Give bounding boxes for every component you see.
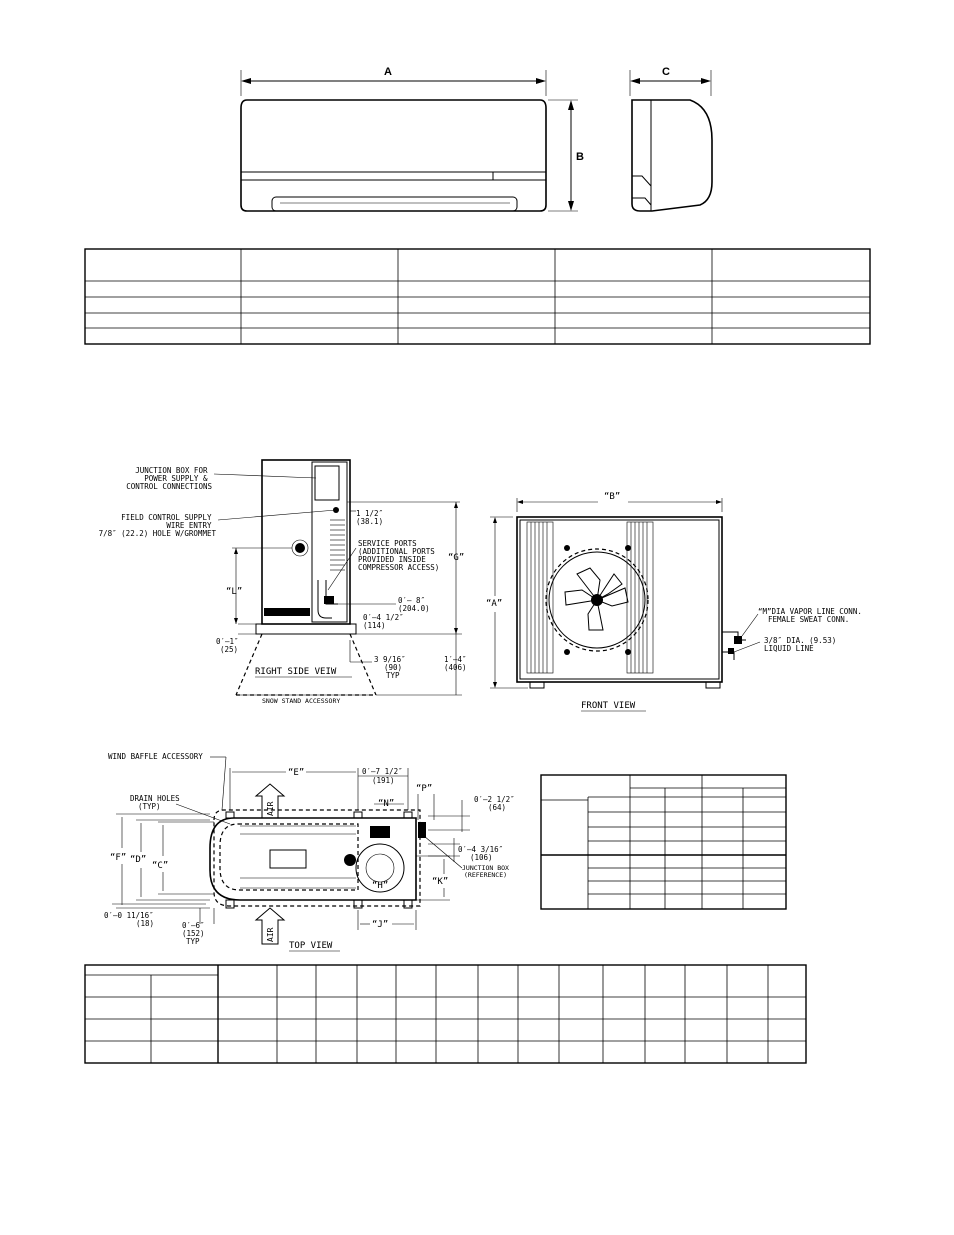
wind-baffle-label: WIND BAFFLE ACCESSORY: [108, 752, 203, 761]
dim-0-8-label: 0′– 8″: [398, 596, 425, 605]
svg-text:0′– 8″ (204.0): 0′– 8″ (204.0): [398, 596, 430, 613]
svg-text:0′–1″ (25): 0′–1″ (25): [216, 637, 243, 654]
field-control-label-3: 7/8″ (22.2) HOLE W/GROMMET: [99, 529, 217, 538]
front-dim-a-label: “A”: [486, 599, 502, 609]
dim-0-8-mm-label: (204.0): [398, 604, 430, 613]
field-control-label-2: WIRE ENTRY: [166, 521, 212, 530]
dim-4-3-mm-label: (106): [470, 853, 493, 862]
vapor-line-label-2: FEMALE SWEAT CONN.: [768, 615, 849, 624]
dim-0-1-mm-label: (25): [220, 645, 238, 654]
dim-0-6-label: 0′–6″: [182, 921, 205, 930]
dim-1-5-label: 1 1/2″: [356, 509, 383, 518]
svg-text:SERVICE PORTS (ADDITIONA: SERVICE PORTS (ADDITIONAL PORTS PROVIDED…: [358, 539, 439, 572]
svg-text:0′–2 1/2″ (64): 0′–2 1/2″ (64): [474, 795, 519, 812]
svg-text:DRAIN HOLES (TYP): DRAIN HOLES (TYP): [130, 794, 184, 811]
junction-ref-label-1: JUNCTION BOX: [462, 864, 509, 872]
air-label-top: AIR: [266, 801, 275, 816]
liquid-line-label-2: LIQUID LINE: [764, 644, 814, 653]
dim-g-label: “G”: [448, 553, 464, 563]
service-ports-label-3: PROVIDED INSIDE: [358, 555, 426, 564]
dim-3-9-mm-label: (90): [384, 663, 402, 672]
dim-7-5-mm-label: (191): [372, 776, 395, 785]
dim-1-4-mm-label: (406): [444, 663, 467, 672]
dim-1-5-mm-label: (38.1): [356, 517, 383, 526]
dim-b-label: B: [576, 151, 584, 163]
top-dim-c-label: “C”: [152, 861, 168, 871]
indoor-unit-front: [240, 99, 547, 212]
field-control-label-1: FIELD CONTROL SUPPLY: [121, 513, 212, 522]
dim-3-9-label: 3 9/16″: [374, 655, 406, 664]
top-dim-d-label: “D”: [130, 855, 146, 865]
outdoor-top-view: AIR AIR WIND BAFFLE ACCESSORY DRAIN HOLE…: [104, 752, 519, 952]
top-view-title: TOP VIEW: [289, 941, 333, 951]
top-dim-f-label: “F”: [110, 853, 126, 863]
front-view-title: FRONT VIEW: [581, 701, 636, 711]
service-ports-label-4: COMPRESSOR ACCESS): [358, 563, 439, 572]
dim-0-11-mm-label: (18): [136, 919, 154, 928]
indoor-unit-side: C: [629, 66, 713, 212]
outdoor-right-side-view: JUNCTION BOX FOR POWER SUPPLY & CONTROL …: [99, 459, 471, 705]
liquid-line-label-1: 3/8″ DIA. (9.53): [764, 636, 836, 645]
outdoor-dimension-table: [84, 964, 807, 1064]
air-label-bottom: AIR: [266, 927, 275, 942]
indoor-dim-b: B: [548, 99, 584, 212]
top-dim-h-label: “H”: [372, 881, 388, 891]
dim-l-label: “L”: [226, 587, 242, 597]
dim-2-5-mm-label: (64): [488, 803, 506, 812]
dim-0-6-typ-label: TYP: [186, 937, 200, 946]
dim-0-4-label: 0′–4 1/2″: [363, 613, 404, 622]
dim-4-3-label: 0′–4 3/16″: [458, 845, 503, 854]
svg-text:FIELD CONTROL SUPPLY WIR: FIELD CONTROL SUPPLY WIRE ENTRY 7/8″ (22…: [99, 513, 217, 538]
svg-text:3 9/16″ (90) TYP: 3 9/16″ (90) TYP: [374, 655, 410, 680]
junction-ref-label-2: (REFERENCE): [464, 871, 507, 879]
svg-text:0′–4 3/16″ (106): 0′–4 3/16″ (106): [458, 845, 508, 862]
junction-box-label-2: POWER SUPPLY &: [144, 474, 208, 483]
junction-box-label-1: JUNCTION BOX FOR: [135, 466, 208, 475]
top-dim-p-label: “P”: [416, 784, 432, 794]
svg-text:3/8″ DIA. (9.53) LIQUID: 3/8″ DIA. (9.53) LIQUID LINE: [764, 636, 841, 653]
service-ports-label-2: (ADDITIONAL PORTS: [358, 547, 435, 556]
svg-text:0′–7 1/2″ (191): 0′–7 1/2″ (191): [362, 767, 407, 785]
dim-0-11-label: 0′–0 11/16″: [104, 911, 154, 920]
outdoor-front-view: “B” “A” “M”DIA VAPOR LINE CONN. FEMALE S…: [486, 492, 866, 712]
drain-holes-label-1: DRAIN HOLES: [130, 794, 180, 803]
top-dim-j-label: “J”: [372, 920, 388, 930]
top-dim-e-label: “E”: [288, 768, 304, 778]
svg-text:1′–4″ (406): 1′–4″ (406): [444, 655, 471, 672]
service-ports-label-1: SERVICE PORTS: [358, 539, 417, 548]
svg-text:“M”DIA VAPOR LINE CONN.: “M”DIA VAPOR LINE CONN. FEMALE SWEAT CON…: [758, 607, 866, 624]
dim-0-1-label: 0′–1″: [216, 637, 239, 646]
junction-box-label-3: CONTROL CONNECTIONS: [126, 482, 212, 491]
dim-0-6-mm-label: (152): [182, 929, 205, 938]
svg-text:0′–0 11/16″ (18): 0′–0 11/16″ (18): [104, 911, 158, 928]
drain-holes-label-2: (TYP): [138, 802, 161, 811]
outdoor-connection-table: [540, 774, 787, 910]
svg-text:JUNCTION BOX (REFERENCE): JUNCTION BOX (REFERENCE): [462, 864, 513, 879]
top-dim-k-label: “K”: [432, 877, 448, 887]
svg-text:0′–6″ (152) TYP: 0′–6″ (152) TYP: [182, 921, 209, 946]
dim-2-5-label: 0′–2 1/2″: [474, 795, 515, 804]
svg-text:1 1/2″ (38.1): 1 1/2″ (38.1): [356, 509, 388, 526]
indoor-dimension-table: [84, 248, 871, 345]
right-side-view-title: RIGHT SIDE VEIW: [255, 667, 337, 677]
front-dim-b-label: “B”: [604, 492, 620, 502]
indoor-dim-a: A: [240, 66, 547, 96]
dim-c-label: C: [662, 66, 670, 78]
svg-text:0′–4 1/2″ (114): 0′–4 1/2″ (114): [363, 613, 408, 630]
dim-a-label: A: [384, 66, 392, 78]
snow-stand-label: SNOW STAND ACCESSORY: [262, 697, 340, 705]
dim-1-4-label: 1′–4″: [444, 655, 467, 664]
vapor-line-label-1: “M”DIA VAPOR LINE CONN.: [758, 607, 862, 616]
svg-text:JUNCTION BOX FOR POWER S: JUNCTION BOX FOR POWER SUPPLY & CONTROL …: [126, 466, 212, 491]
dim-0-4-mm-label: (114): [363, 621, 386, 630]
dim-7-5-label: 0′–7 1/2″: [362, 767, 403, 776]
dim-3-9-typ-label: TYP: [386, 671, 400, 680]
